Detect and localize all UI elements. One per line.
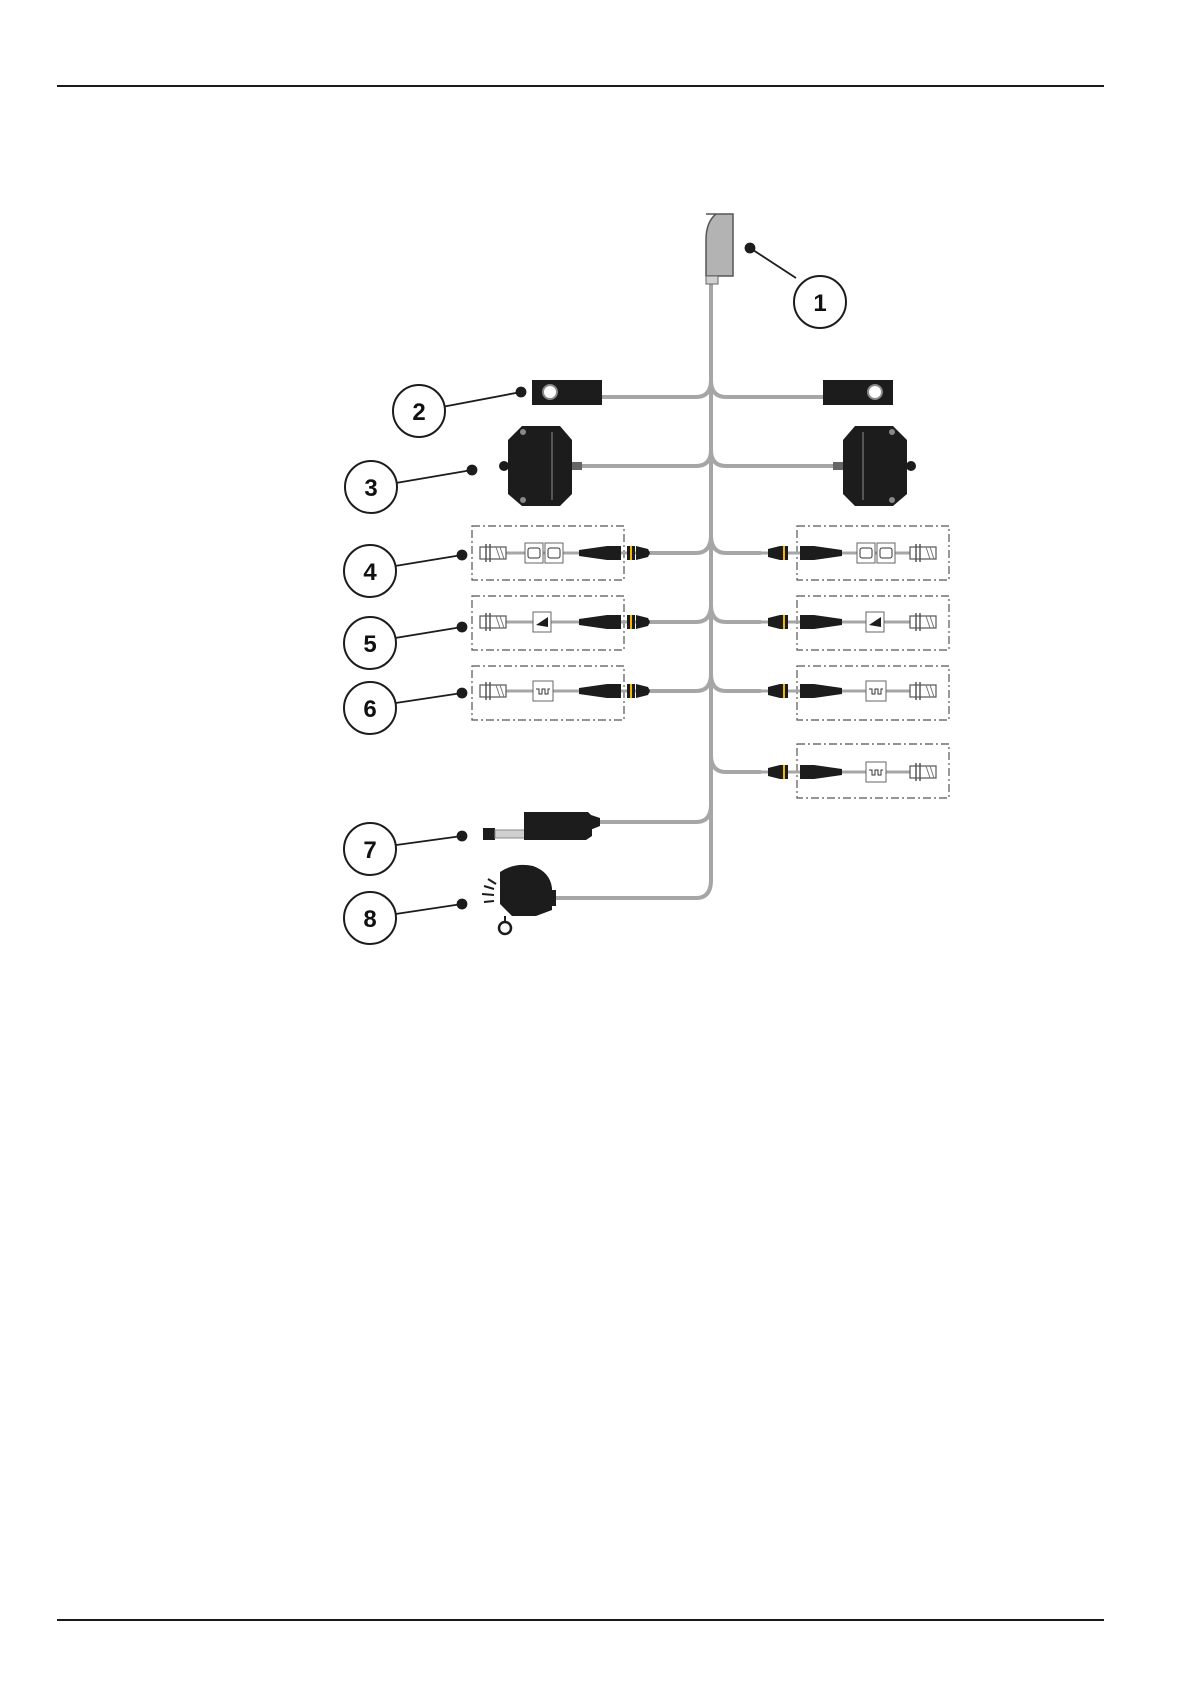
callout-3-label: 3 xyxy=(364,475,377,502)
linear-actuator xyxy=(483,812,600,840)
weigh-cell-left xyxy=(532,380,602,405)
callout-7-label: 7 xyxy=(363,837,376,864)
work-lamp xyxy=(482,865,556,934)
sensor-module-5-left xyxy=(472,596,650,650)
actuator-left xyxy=(499,426,582,506)
callout-7: 7 xyxy=(344,823,396,875)
callout-6-label: 6 xyxy=(363,696,376,723)
callout-8: 8 xyxy=(344,892,396,944)
callout-5: 5 xyxy=(344,617,396,669)
callout-4-label: 4 xyxy=(363,559,377,586)
sensor-module-4-right xyxy=(760,526,949,580)
callout-3: 3 xyxy=(345,461,397,513)
sensor-module-6-left xyxy=(472,666,650,720)
cable-harness xyxy=(553,280,833,898)
sensor-module-6-right xyxy=(760,666,949,720)
callout-1: 1 xyxy=(794,276,846,328)
callout-1-label: 1 xyxy=(813,290,826,317)
callout-8-label: 8 xyxy=(363,906,376,933)
callout-2-label: 2 xyxy=(412,399,425,426)
sensor-module-5-right xyxy=(760,596,949,650)
actuator-right xyxy=(833,426,916,506)
callout-4: 4 xyxy=(344,545,396,597)
callout-5-label: 5 xyxy=(363,631,376,658)
callout-leaders xyxy=(389,244,796,916)
callout-2: 2 xyxy=(393,385,445,437)
weigh-cell-right xyxy=(823,380,893,405)
callout-6: 6 xyxy=(344,682,396,734)
control-unit-connector xyxy=(706,214,733,284)
sensor-module-4-left xyxy=(472,526,650,580)
sensor-module-extra-right xyxy=(760,744,949,798)
